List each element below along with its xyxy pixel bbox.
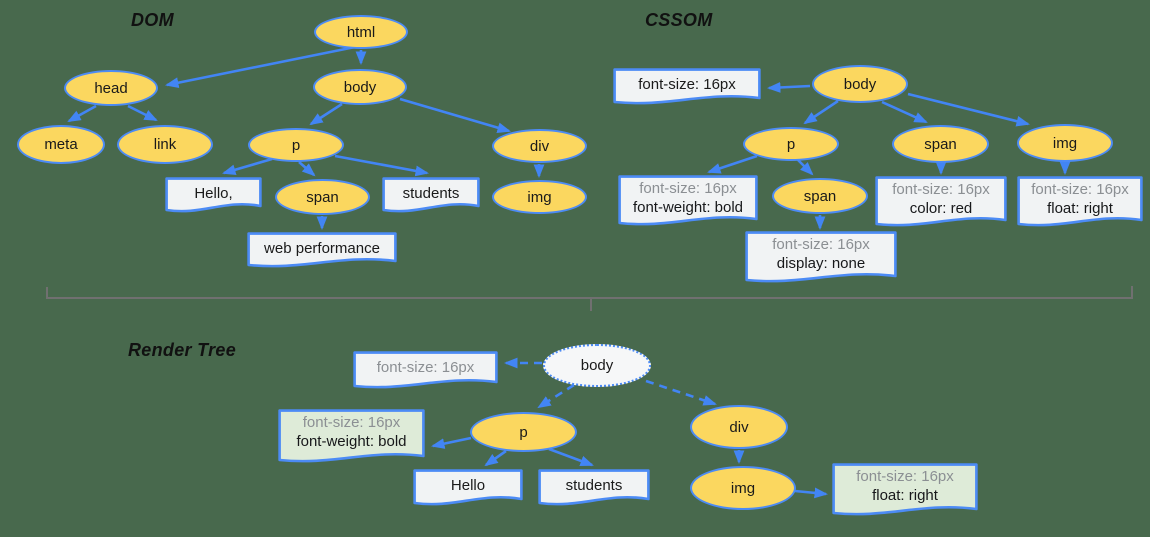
arrow-rbody-p bbox=[537, 383, 575, 409]
cssom-note-span-rule: font-size: 16px color: red bbox=[875, 176, 1007, 231]
dom-node-span: span bbox=[275, 179, 370, 215]
dom-node-p: p bbox=[248, 128, 344, 162]
render-node-div: div bbox=[690, 405, 788, 449]
arrow-head-link bbox=[127, 104, 158, 122]
note-shape bbox=[613, 68, 761, 105]
arrow-cbody-note bbox=[766, 82, 811, 93]
cssom-note-p-rule: font-size: 16px font-weight: bold bbox=[618, 175, 758, 230]
arrow-cbody-p bbox=[803, 99, 839, 125]
note-shape bbox=[353, 351, 498, 389]
arrow-rbody-div bbox=[645, 379, 717, 406]
dom-node-div: div bbox=[492, 129, 587, 163]
note-shape bbox=[165, 177, 262, 213]
arrow-cp-span bbox=[797, 159, 814, 176]
note-shape bbox=[745, 231, 897, 283]
dom-textnode-webperf: web performance bbox=[247, 232, 397, 272]
dom-textnode-students: students bbox=[382, 177, 480, 217]
render-note-img-rule: font-size: 16px float: right bbox=[832, 463, 978, 520]
arrow-rimg-note bbox=[794, 487, 829, 499]
arrow-html-head bbox=[165, 43, 366, 89]
dom-node-head: head bbox=[64, 70, 158, 106]
render-tree-title: Render Tree bbox=[128, 340, 237, 360]
dom-node-body: body bbox=[313, 69, 407, 105]
cssom-node-p: p bbox=[743, 127, 839, 161]
dom-title: DOM bbox=[131, 10, 174, 30]
dom-textnode-hello: Hello, bbox=[165, 177, 262, 217]
arrow-rp-hello bbox=[484, 449, 507, 467]
cssom-note-span-child-rule: font-size: 16px display: none bbox=[745, 231, 897, 287]
cssom-note-body-rule: font-size: 16px bbox=[613, 68, 761, 109]
arrow-cp-note bbox=[707, 154, 758, 174]
note-shape bbox=[413, 469, 523, 506]
arrow-head-meta bbox=[67, 104, 97, 123]
note-shape bbox=[832, 463, 978, 516]
note-shape bbox=[382, 177, 480, 213]
render-textnode-students: students bbox=[538, 469, 650, 510]
arrow-cbody-span bbox=[881, 100, 928, 124]
note-shape bbox=[875, 176, 1007, 227]
note-shape bbox=[618, 175, 758, 226]
cssom-node-span: span bbox=[892, 125, 989, 163]
cssom-node-span-child: span bbox=[772, 178, 868, 214]
note-shape bbox=[1017, 176, 1143, 227]
arrow-rp-note bbox=[431, 436, 472, 449]
render-node-img: img bbox=[690, 466, 796, 510]
arrow-p-span bbox=[298, 161, 316, 177]
cssom-note-img-rule: font-size: 16px float: right bbox=[1017, 176, 1143, 231]
render-textnode-hello: Hello bbox=[413, 469, 523, 510]
note-shape bbox=[247, 232, 397, 268]
combine-bracket bbox=[46, 286, 1133, 299]
render-note-p-rule: font-size: 16px font-weight: bold bbox=[278, 409, 425, 467]
arrow-cbody-img bbox=[907, 92, 1030, 127]
render-note-body-rule: font-size: 16px bbox=[353, 351, 498, 393]
note-shape bbox=[538, 469, 650, 506]
cssom-node-img: img bbox=[1017, 124, 1113, 162]
arrow-body-p bbox=[309, 102, 343, 126]
dom-node-html: html bbox=[314, 15, 408, 49]
arrow-body-div bbox=[399, 97, 511, 133]
cssom-node-body: body bbox=[812, 65, 908, 103]
render-node-body: body bbox=[543, 344, 651, 387]
cssom-title: CSSOM bbox=[645, 10, 713, 30]
dom-node-img: img bbox=[492, 180, 587, 214]
note-shape bbox=[278, 409, 425, 463]
dom-node-meta: meta bbox=[17, 125, 105, 164]
arrow-p-students bbox=[334, 154, 429, 177]
dom-node-link: link bbox=[117, 125, 213, 164]
arrow-rp-students bbox=[548, 447, 594, 467]
arrow-p-hello bbox=[222, 157, 273, 175]
render-node-p: p bbox=[470, 412, 577, 452]
